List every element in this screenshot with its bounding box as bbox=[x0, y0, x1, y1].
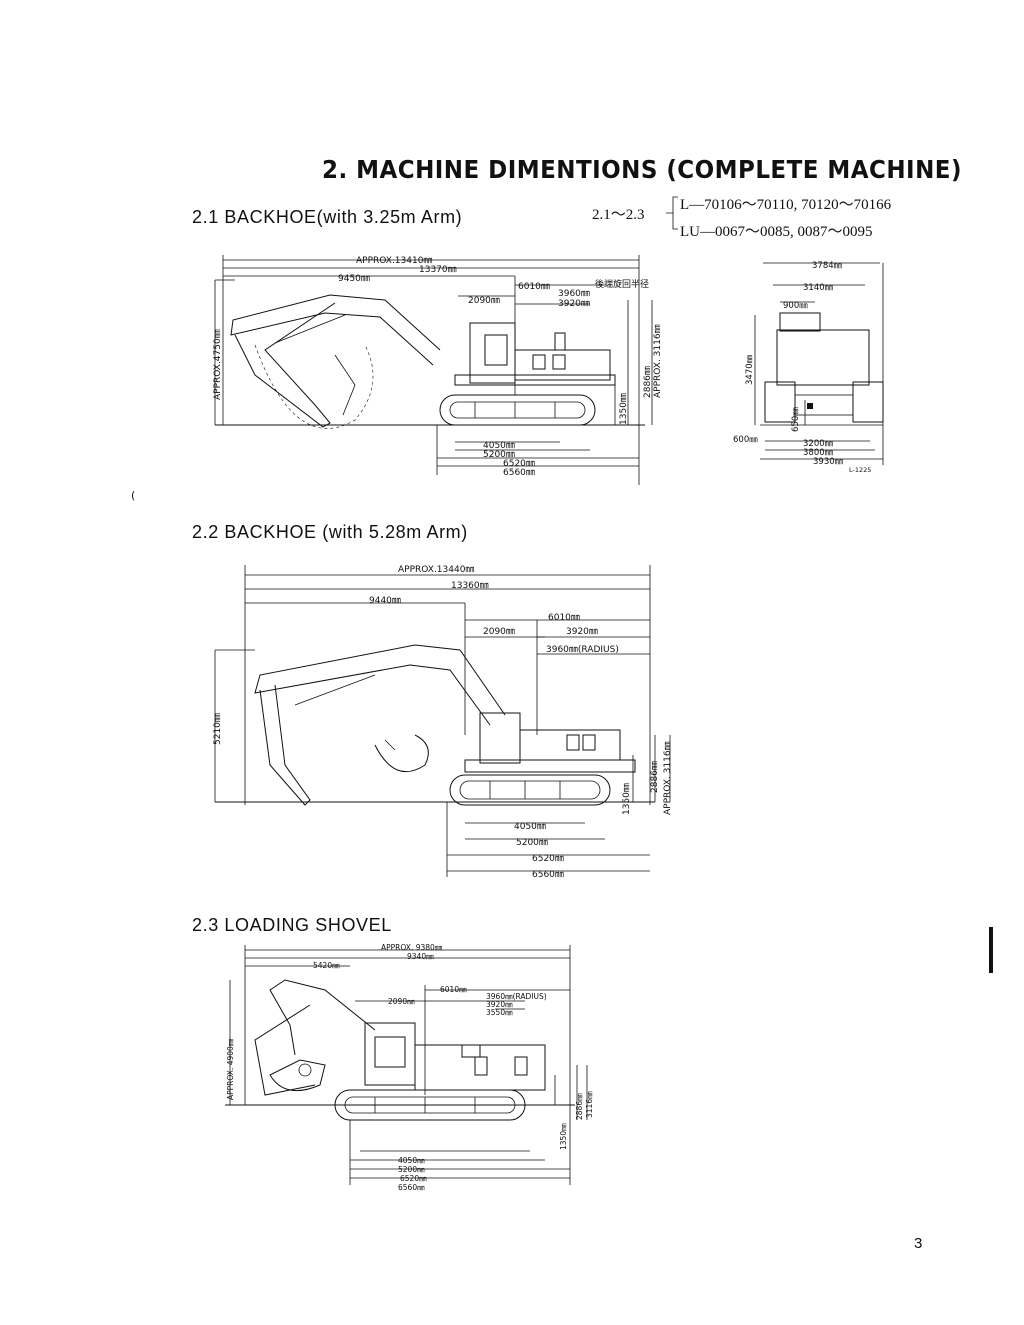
dim-6560: 6560㎜ bbox=[398, 1183, 425, 1192]
dim-6520: 6520㎜ bbox=[503, 459, 535, 469]
backhoe-325-side-drawing bbox=[214, 255, 653, 485]
loading-shovel-drawing bbox=[225, 945, 588, 1185]
dim-3920: 3920㎜ bbox=[566, 627, 598, 637]
dim-3920: 3920㎜ bbox=[558, 299, 590, 309]
dim-3960-radius: 3960㎜(RADIUS) bbox=[546, 645, 619, 655]
dim-approx-overall: APPROX. 9380㎜ bbox=[381, 943, 443, 952]
backhoe-front-drawing bbox=[754, 262, 884, 465]
dim-9440: 9440㎜ bbox=[369, 596, 401, 606]
serial-line-2: LU—0067～0085, 0087～0095 bbox=[680, 224, 873, 240]
dim-3550: 3550㎜ bbox=[486, 1008, 513, 1017]
dim-3920: 3920㎜ bbox=[486, 1000, 513, 1009]
dim-5200: 5200㎜ bbox=[516, 838, 548, 848]
dim-6560: 6560㎜ bbox=[532, 870, 564, 880]
page-title: 2. MACHINE DIMENTIONS (COMPLETE MACHINE) bbox=[322, 155, 962, 184]
dim-6520: 6520㎜ bbox=[400, 1174, 427, 1183]
dim-3960-radius: 3960㎜(RADIUS) bbox=[486, 992, 547, 1001]
dim-5200: 5200㎜ bbox=[483, 450, 515, 460]
dim-approx-3116: APPROX. 3116㎜ bbox=[653, 324, 663, 398]
dim-height: 5210㎜ bbox=[213, 713, 223, 745]
dim-approx-overall: APPROX.13440㎜ bbox=[398, 565, 475, 575]
dim-6010: 6010㎜ bbox=[440, 985, 467, 994]
dim-3960: 3960㎜ bbox=[558, 289, 590, 299]
dim-650: 650㎜ bbox=[791, 407, 801, 432]
dim-approx-overall: APPROX.13410㎜ bbox=[356, 256, 433, 266]
dim-3784: 3784㎜ bbox=[812, 261, 843, 271]
serial-range-label: 2.1～2.3 bbox=[592, 207, 645, 223]
serial-brace bbox=[666, 196, 678, 230]
margin-mark: ( bbox=[131, 489, 136, 502]
dim-900: 900㎜ bbox=[783, 301, 808, 311]
dim-9340: 9340㎜ bbox=[407, 952, 434, 961]
dim-6010: 6010㎜ bbox=[518, 282, 550, 292]
dim-6560: 6560㎜ bbox=[503, 468, 535, 478]
dim-6520: 6520㎜ bbox=[532, 854, 564, 864]
dim-height: APPROX.4750㎜ bbox=[213, 329, 223, 400]
dim-5420: 5420㎜ bbox=[313, 961, 340, 970]
dim-2090: 2090㎜ bbox=[483, 627, 515, 637]
dim-3930: 3930㎜ bbox=[813, 457, 844, 467]
dim-4050: 4050㎜ bbox=[514, 822, 546, 832]
dim-6010: 6010㎜ bbox=[548, 613, 580, 623]
drawing-code: L-1225 bbox=[849, 466, 872, 474]
dim-2886: 2886㎜ bbox=[650, 761, 660, 793]
dim-5200: 5200㎜ bbox=[398, 1165, 425, 1174]
backhoe-528-side-drawing bbox=[214, 565, 671, 877]
margin-bar bbox=[989, 927, 993, 973]
dim-4050: 4050㎜ bbox=[398, 1156, 425, 1165]
dim-1350: 1350㎜ bbox=[559, 1123, 568, 1150]
dim-2090: 2090㎜ bbox=[388, 997, 415, 1006]
dim-3200: 3200㎜ bbox=[803, 439, 834, 449]
dim-2090: 2090㎜ bbox=[468, 296, 500, 306]
dim-13370: 13370㎜ bbox=[419, 265, 457, 275]
dim-3140: 3140㎜ bbox=[803, 283, 834, 293]
dim-approx-3116: APPROX. 3116㎜ bbox=[663, 741, 673, 815]
serial-line-1: L—70106～70110, 70120～70166 bbox=[680, 197, 892, 213]
section-heading-2-3: 2.3 LOADING SHOVEL bbox=[192, 915, 392, 935]
dim-height: APPROX. 4900㎜ bbox=[226, 1038, 235, 1100]
section-heading-2-1: 2.1 BACKHOE(with 3.25m Arm) bbox=[192, 207, 463, 227]
dim-600: 600㎜ bbox=[733, 435, 758, 445]
dim-3470: 3470㎜ bbox=[745, 354, 755, 385]
dim-3800: 3800㎜ bbox=[803, 448, 834, 458]
section-heading-2-2: 2.2 BACKHOE (with 5.28m Arm) bbox=[192, 522, 468, 542]
dim-13360: 13360㎜ bbox=[451, 581, 489, 591]
dim-3116: 3116㎜ bbox=[585, 1091, 594, 1118]
tail-radius-note: 後端旋回半径 bbox=[595, 280, 650, 290]
page-number: 3 bbox=[914, 1235, 923, 1252]
dim-9450: 9450㎜ bbox=[338, 274, 370, 284]
dim-1350: 1350㎜ bbox=[622, 783, 632, 815]
dim-1350: 1350㎜ bbox=[619, 393, 629, 425]
dim-4050: 4050㎜ bbox=[483, 441, 515, 451]
